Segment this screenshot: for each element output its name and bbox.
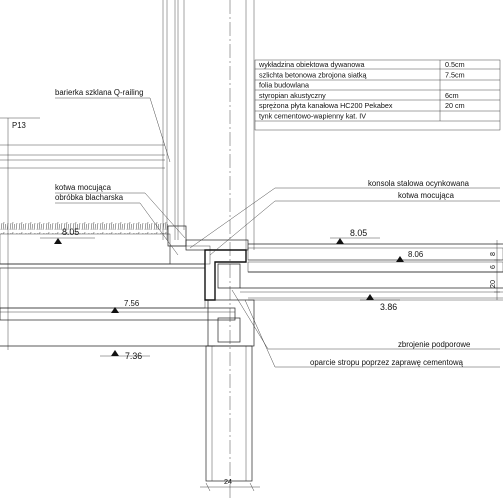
level-marker-floor-small-icon [396,256,404,262]
layer-thickness-screed: 7.5cm [445,71,465,80]
level-slab-right: 3.86 [380,302,397,312]
wall-dimension: 24 [200,477,260,492]
level-floor-top: 8.05 [350,228,367,238]
label-support-reinforcement: zbrojenie podporowe [398,340,470,349]
layer-thickness-styrofoam: 6cm [445,91,459,100]
level-floor-small: 8.06 [408,250,423,259]
terrace-buildup [0,222,236,347]
level-terrace-top: 8.05 [62,227,79,237]
label-console: konsola stalowa ocynkowana [368,179,470,188]
layer-name-styrofoam: styropian akustyczny [259,91,326,100]
layer-thickness-hollowcore: 20 cm [445,101,465,110]
floor-buildup [240,243,503,301]
level-marker-soffit-left-icon [111,350,119,356]
facade-glazing [0,0,185,240]
label-anchor-right: kotwa mocująca [398,191,455,200]
level-marker-slab-right-icon [366,294,374,300]
layer-table: wykładzina obiektowa dywanowa 0.5cm szli… [254,59,501,131]
label-railing: barierka szklana Q-railing [55,88,143,97]
layer-name-foil: folia budowlana [259,81,309,90]
supporting-wall [205,299,255,482]
layer-thickness-carpet: 0.5cm [445,60,465,69]
level-marker-terrace-top-icon [54,238,62,244]
side-dimensions: 8 6 20 [488,240,500,300]
dim-side-20: 20 [488,280,497,288]
layer-name-plaster: tynk cementowo-wapienny kat. IV [259,112,366,121]
level-marker-floor-top-icon [336,238,344,244]
level-markers: 8.05 8.05 8.06 7.56 3.86 7.36 [40,227,423,361]
level-marker-slab-left-icon [111,307,119,313]
steel-console [167,225,249,301]
level-soffit-left: 7.36 [125,351,142,361]
layer-name-carpet: wykładzina obiektowa dywanowa [258,60,364,69]
dim-side-8: 8 [488,252,497,256]
layer-name-hollowcore: sprężona płyta kanałowa HC200 Pekabex [259,101,393,110]
axis-label-p13: P13 [12,121,26,130]
label-anchor-left: kotwa mocująca [55,183,112,192]
dim-side-6: 6 [488,265,497,269]
layer-name-screed: szlichta betonowa zbrojona siatką [259,71,366,80]
level-slab-left: 7.56 [124,299,139,308]
annotations: barierka szklana Q-railing kotwa mocując… [55,88,500,368]
dim-wall-width: 24 [224,477,232,486]
label-flashing: obróbka blacharska [55,193,124,202]
label-slab-support: oparcie stropu poprzez zaprawę cementową [310,358,464,367]
